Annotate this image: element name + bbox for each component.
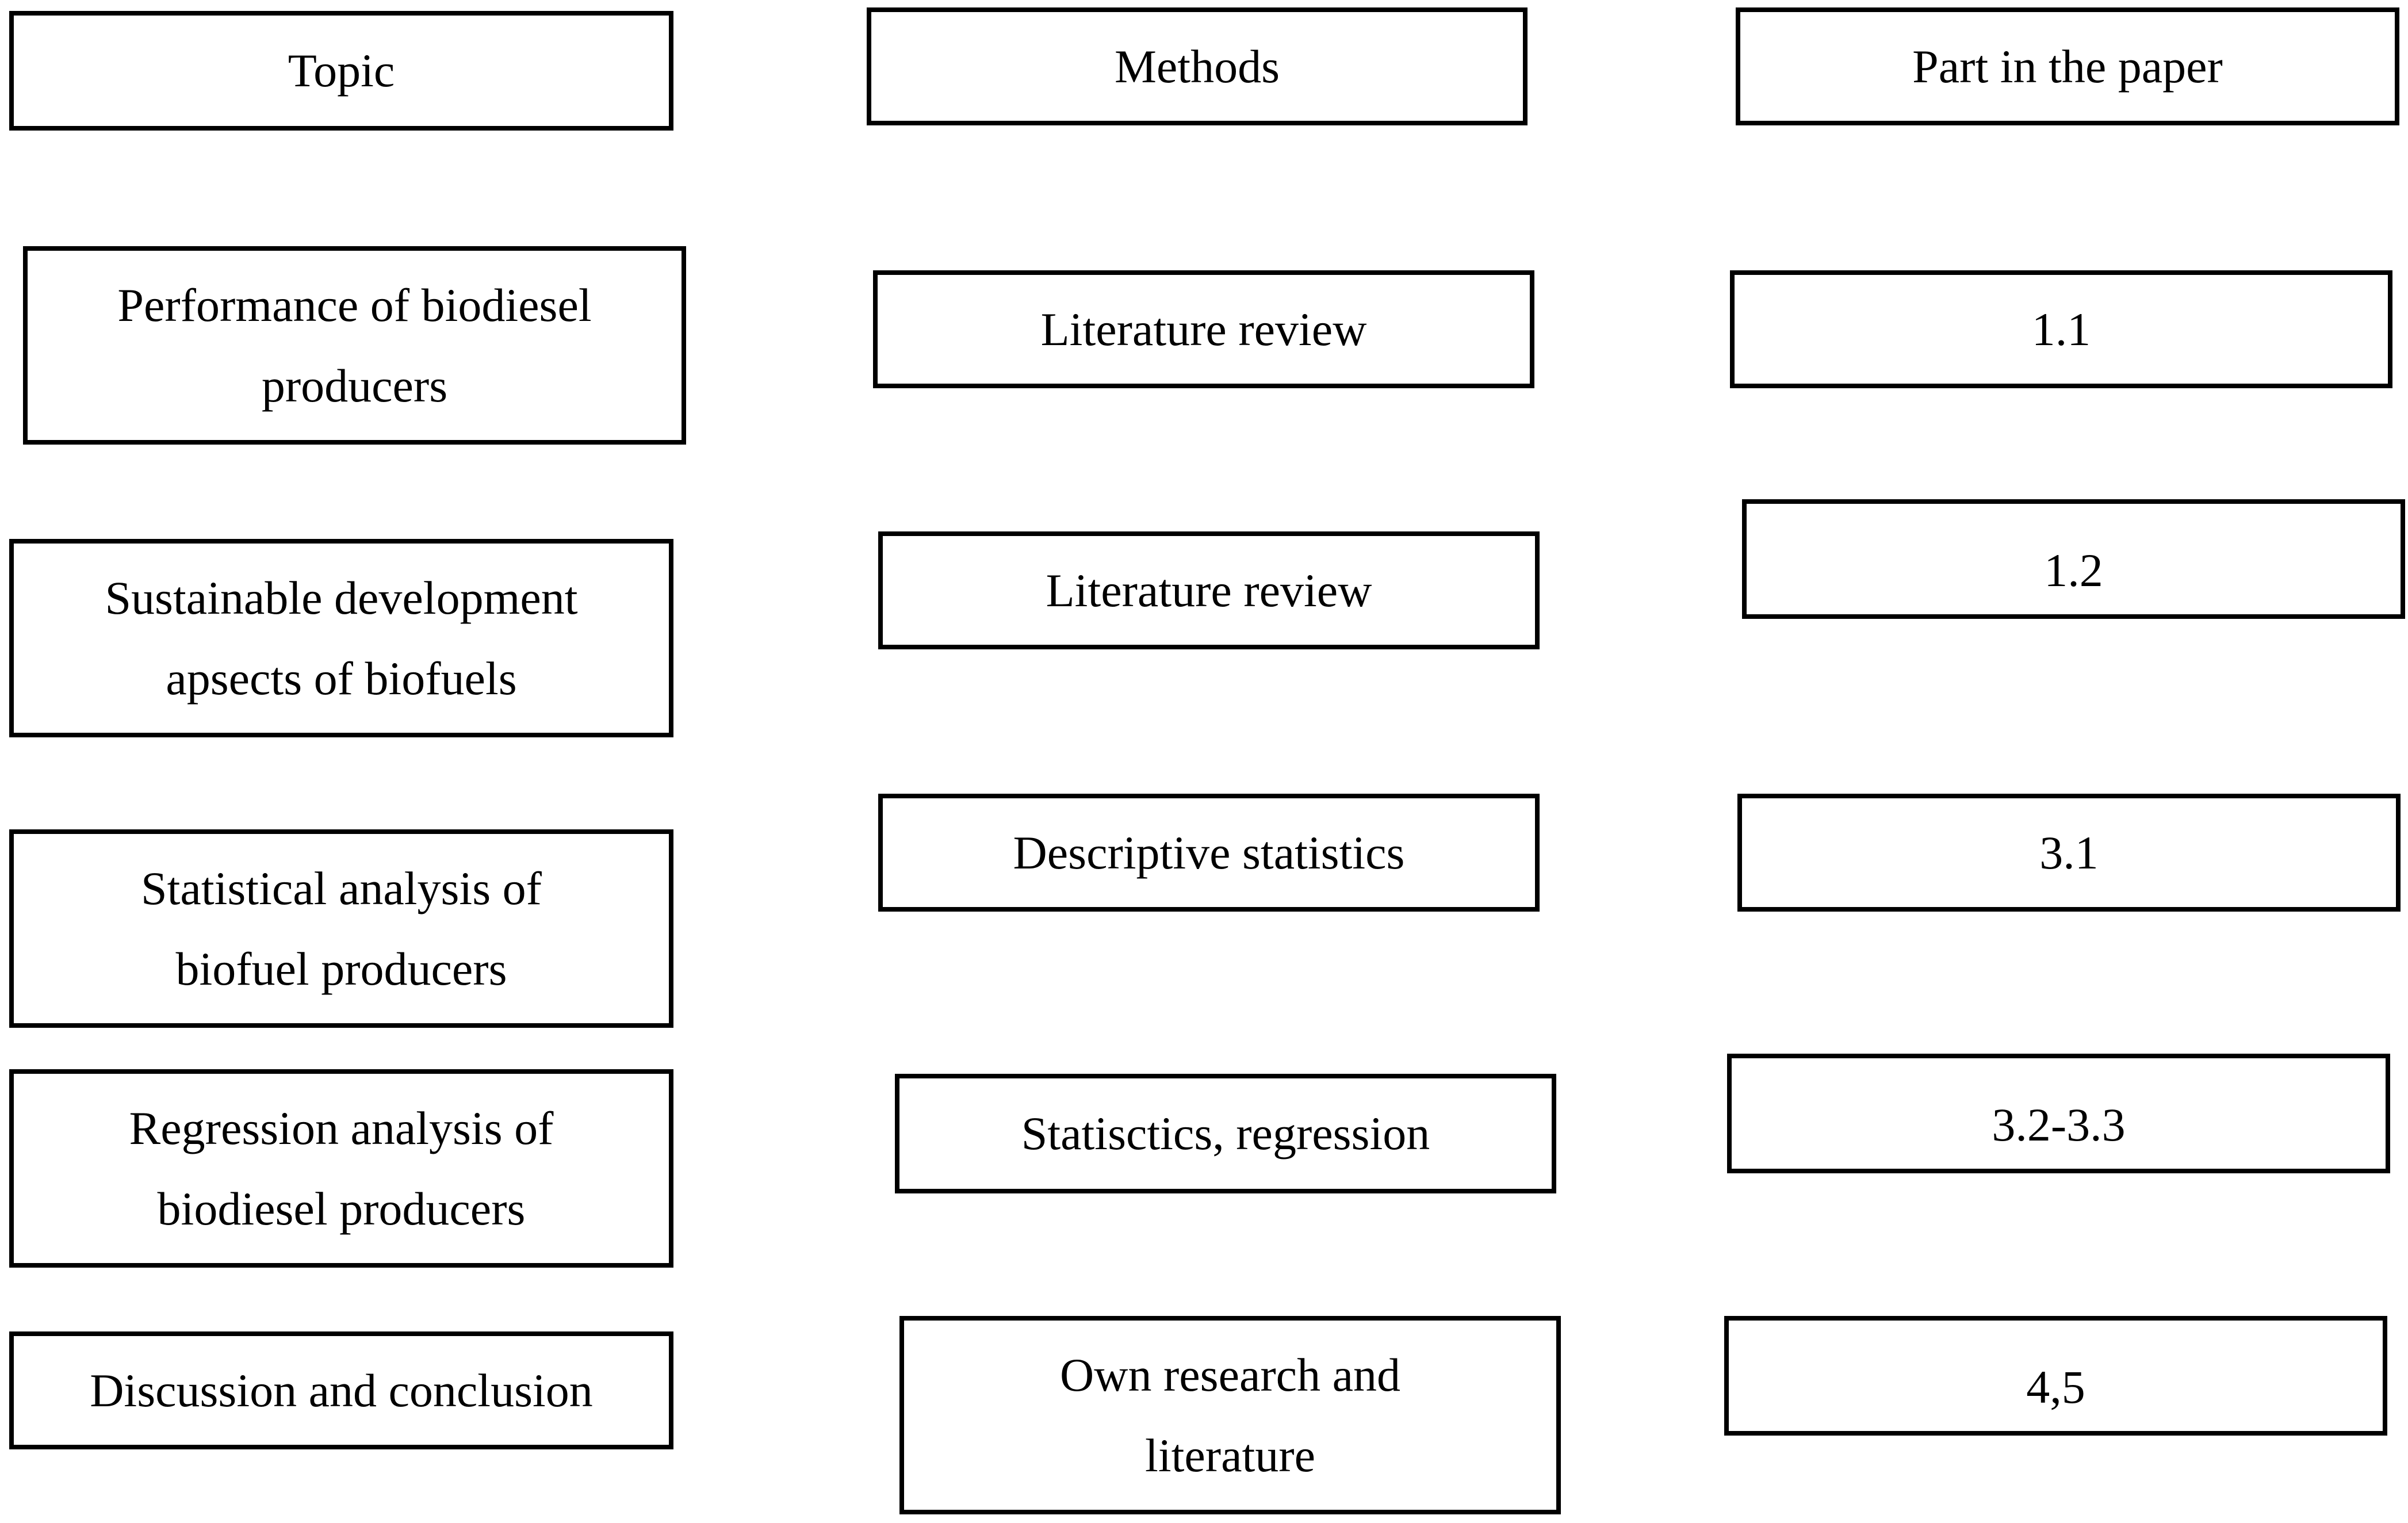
part-label: 3.2-3.3: [1992, 1099, 2126, 1151]
topic-label: Sustainable development apsects of biofu…: [105, 571, 578, 705]
header-methods-box: Methods: [867, 7, 1528, 125]
method-label: Literature review: [1046, 564, 1372, 617]
part-box-3-1: 3.1: [1737, 794, 2401, 912]
method-box-descriptive: Descriptive statistics: [878, 794, 1540, 912]
method-box-literature-review-2: Literature review: [878, 531, 1540, 649]
method-label: Literature review: [1040, 303, 1367, 355]
topic-label: Performance of biodiesel producers: [117, 278, 592, 412]
method-box-own-research: Own research and literature: [899, 1316, 1561, 1514]
topic-label: Regression analysis of biodiesel produce…: [129, 1101, 554, 1235]
method-label: Statisctics, regression: [1021, 1107, 1430, 1160]
header-methods-label: Methods: [1115, 40, 1280, 93]
topic-box-discussion: Discussion and conclusion: [9, 1331, 673, 1449]
header-part-label: Part in the paper: [1912, 40, 2223, 93]
header-part-box: Part in the paper: [1736, 7, 2399, 125]
topic-box-performance: Performance of biodiesel producers: [23, 246, 686, 445]
part-label: 3.1: [2039, 826, 2099, 879]
part-label: 1.2: [2044, 544, 2103, 596]
method-label: Own research and literature: [1060, 1348, 1400, 1482]
method-box-literature-review-1: Literature review: [873, 270, 1534, 388]
header-topic-label: Topic: [288, 44, 395, 97]
part-box-4-5: 4,5: [1724, 1316, 2387, 1436]
part-label: 1.1: [2031, 303, 2091, 355]
part-box-3-2-3-3: 3.2-3.3: [1727, 1054, 2390, 1173]
topic-label: Statistical analysis of biofuel producer…: [141, 862, 542, 995]
method-box-statisctics-regression: Statisctics, regression: [895, 1074, 1556, 1193]
topic-box-sustainable: Sustainable development apsects of biofu…: [9, 539, 673, 737]
topic-label: Discussion and conclusion: [90, 1364, 593, 1417]
topic-box-statistical: Statistical analysis of biofuel producer…: [9, 829, 673, 1028]
method-label: Descriptive statistics: [1013, 826, 1405, 879]
topic-box-regression: Regression analysis of biodiesel produce…: [9, 1069, 673, 1268]
part-box-1-2: 1.2: [1742, 499, 2405, 619]
part-label: 4,5: [2026, 1361, 2085, 1413]
header-topic-box: Topic: [9, 11, 673, 131]
part-box-1-1: 1.1: [1730, 270, 2392, 388]
